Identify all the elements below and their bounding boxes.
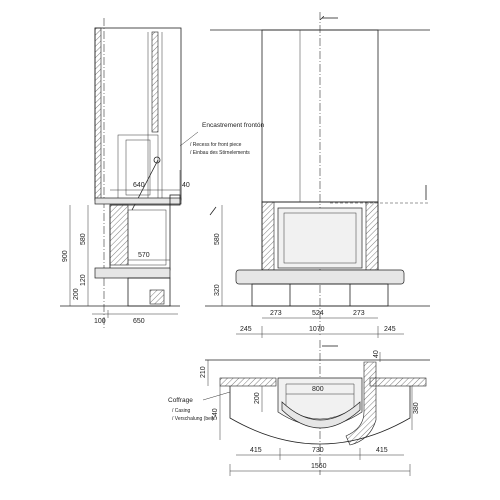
dim-text-640: 640 [133, 182, 145, 189]
casing-leader [202, 391, 231, 401]
recess-note: Encastrement frontón [202, 122, 265, 129]
front-dim-text-580: 580 [214, 233, 221, 245]
plan-dim-text-40: 40 [373, 350, 380, 358]
side-insert-inner [125, 139, 151, 196]
front-side-hatch-left [261, 201, 275, 271]
plan-dim-text-540: 540 [212, 408, 219, 420]
recess-note-de: / Einbau des Stirnelements [190, 150, 250, 156]
side-firebox-inner [127, 209, 167, 266]
front-glass-door [277, 207, 363, 269]
front-side-hatch-right [365, 201, 379, 271]
casing-note-de: / Verschalung (bei) [172, 416, 214, 422]
dim-text-650: 650 [133, 318, 145, 325]
plan-wall-hatch-left [219, 377, 277, 387]
casing-note: Coffrage [168, 397, 193, 404]
dim-text-570: 570 [138, 252, 150, 259]
front-level-mark [209, 206, 217, 216]
side-lever-pivot [153, 156, 161, 164]
side-view: 640 40 580 900 120 200 570 100 650 Encas… [60, 18, 265, 330]
plan-dim-text-415-left: 415 [250, 447, 262, 454]
recess-leader [179, 131, 199, 147]
side-shelf [94, 197, 182, 205]
side-leg-hatch [149, 289, 165, 305]
plan-dim-text-415-right: 415 [376, 447, 388, 454]
front-dim-text-320: 320 [214, 284, 221, 296]
dim-text-200: 200 [73, 288, 80, 300]
plan-dim-text-210: 210 [200, 366, 207, 378]
front-view: 580 320 273 524 273 245 1070 245 [205, 12, 430, 338]
side-wall-hatch [94, 27, 102, 201]
front-dim-text-245-right: 245 [384, 326, 396, 333]
front-dim-text-273-right: 273 [353, 310, 365, 317]
dim-text-900: 900 [62, 250, 69, 262]
plan-wall-hatch-right [369, 377, 427, 387]
front-dim-text-245-left: 245 [240, 326, 252, 333]
casing-note-en: / Casing [172, 408, 191, 414]
plan-base [229, 386, 411, 445]
front-dim-text-273-left: 273 [270, 310, 282, 317]
front-dim-text-524: 524 [312, 310, 324, 317]
dim-text-side-40: 40 [182, 182, 190, 189]
side-firebox-hatch [109, 204, 129, 266]
front-glass-inner [283, 212, 357, 264]
plan-view: 40 210 800 200 540 380 415 730 415 1560 … [168, 340, 430, 476]
side-hood [94, 27, 182, 201]
plan-dim-text-380: 380 [413, 402, 420, 414]
plan-dim-text-730: 730 [312, 447, 324, 454]
front-dim-text-1070: 1070 [309, 326, 325, 333]
plan-glass-curve [281, 401, 361, 429]
plan-casing-hatch [345, 361, 377, 446]
dim-text-120: 120 [80, 274, 87, 286]
recess-note-en: / Recess for front piece [190, 142, 242, 148]
front-base [235, 269, 405, 285]
dim-text-side-580: 580 [80, 233, 87, 245]
dim-text-100: 100 [94, 318, 106, 325]
side-flue-hatch [151, 31, 159, 133]
plan-dim-text-800: 800 [312, 386, 324, 393]
plan-dim-text-200: 200 [254, 392, 261, 404]
side-base-slab [94, 267, 171, 279]
plan-dim-text-1560: 1560 [311, 463, 327, 470]
